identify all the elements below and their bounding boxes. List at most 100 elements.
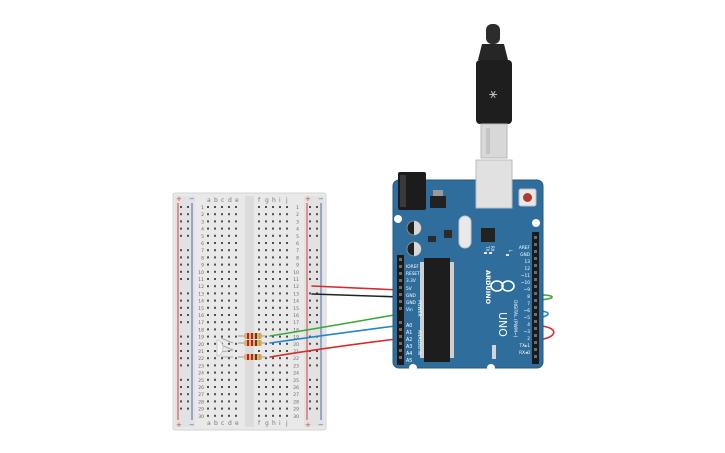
hole-b-15[interactable] (214, 306, 216, 309)
hole-b-4[interactable] (214, 227, 216, 230)
rail-hole-3-16[interactable] (316, 314, 318, 316)
hole-b-6[interactable] (214, 242, 216, 244)
rail-hole-2-2[interactable] (309, 213, 311, 216)
resistor-r3[interactable] (238, 354, 266, 360)
power-header-pin-3[interactable] (399, 279, 402, 282)
hole-a-6[interactable] (207, 242, 209, 244)
hole-e-20[interactable] (235, 342, 237, 345)
rail-hole-0-7[interactable] (180, 249, 182, 252)
hole-c-25[interactable] (221, 378, 223, 381)
digital-header-pin-17[interactable] (534, 355, 537, 358)
hole-h-29[interactable] (272, 407, 274, 410)
analog-header-pin-1[interactable] (399, 328, 402, 331)
hole-g-18[interactable] (265, 328, 267, 331)
hole-g-12[interactable] (265, 285, 267, 288)
hole-i-20[interactable] (279, 342, 281, 345)
hole-a-24[interactable] (207, 371, 209, 374)
hole-b-26[interactable] (214, 386, 216, 388)
hole-e-16[interactable] (235, 314, 237, 316)
hole-h-13[interactable] (272, 292, 274, 295)
hole-d-1[interactable] (228, 206, 230, 208)
breadboard-holes[interactable] (180, 206, 318, 417)
rail-hole-1-28[interactable] (187, 400, 189, 403)
hole-e-19[interactable] (235, 335, 237, 338)
hole-f-25[interactable] (258, 378, 260, 381)
hole-j-20[interactable] (286, 342, 288, 345)
rail-hole-3-11[interactable] (316, 278, 318, 280)
hole-j-19[interactable] (286, 335, 288, 338)
digital-header-pin-13[interactable] (534, 327, 537, 330)
rail-hole-3-8[interactable] (316, 256, 318, 259)
hole-d-24[interactable] (228, 371, 230, 374)
hole-c-6[interactable] (221, 242, 223, 244)
hole-a-21[interactable] (207, 350, 209, 352)
rgb-led[interactable] (216, 337, 234, 358)
hole-i-1[interactable] (279, 206, 281, 208)
rail-hole-2-3[interactable] (309, 220, 311, 223)
hole-g-15[interactable] (265, 306, 267, 309)
hole-j-16[interactable] (286, 314, 288, 316)
hole-d-27[interactable] (228, 393, 230, 396)
rail-hole-0-29[interactable] (180, 407, 182, 410)
hole-i-10[interactable] (279, 270, 281, 273)
hole-d-19[interactable] (228, 335, 230, 338)
hole-f-9[interactable] (258, 263, 260, 266)
hole-g-8[interactable] (265, 256, 267, 259)
digital-header-pin-1[interactable] (534, 243, 537, 246)
rail-hole-1-14[interactable] (187, 299, 189, 302)
hole-d-2[interactable] (228, 213, 230, 216)
hole-i-7[interactable] (279, 249, 281, 252)
hole-g-27[interactable] (265, 393, 267, 396)
hole-h-14[interactable] (272, 299, 274, 302)
hole-d-14[interactable] (228, 299, 230, 302)
hole-d-17[interactable] (228, 321, 230, 324)
hole-d-16[interactable] (228, 314, 230, 316)
power-header-pin-1[interactable] (399, 265, 402, 268)
rail-hole-2-16[interactable] (309, 314, 311, 316)
hole-e-9[interactable] (235, 263, 237, 266)
rail-hole-2-15[interactable] (309, 306, 311, 309)
hole-j-28[interactable] (286, 400, 288, 403)
power-header-pin-5[interactable] (399, 293, 402, 296)
hole-b-2[interactable] (214, 213, 216, 216)
hole-d-6[interactable] (228, 242, 230, 244)
rail-hole-1-5[interactable] (187, 234, 189, 237)
hole-h-25[interactable] (272, 378, 274, 381)
rail-hole-2-25[interactable] (309, 378, 311, 381)
hole-i-9[interactable] (279, 263, 281, 266)
hole-f-3[interactable] (258, 220, 260, 223)
hole-d-22[interactable] (228, 357, 230, 360)
hole-c-22[interactable] (221, 357, 223, 360)
hole-a-29[interactable] (207, 407, 209, 410)
hole-d-15[interactable] (228, 306, 230, 309)
rail-hole-0-17[interactable] (180, 321, 182, 324)
hole-g-25[interactable] (265, 378, 267, 381)
rail-hole-3-7[interactable] (316, 249, 318, 252)
hole-e-6[interactable] (235, 242, 237, 244)
hole-i-23[interactable] (279, 364, 281, 367)
wire-gnd-black[interactable] (311, 293, 401, 298)
rail-hole-1-4[interactable] (187, 227, 189, 230)
hole-i-22[interactable] (279, 357, 281, 360)
power-header-pin-6[interactable] (399, 300, 402, 303)
hole-b-14[interactable] (214, 299, 216, 302)
hole-c-24[interactable] (221, 371, 223, 374)
hole-c-27[interactable] (221, 393, 223, 396)
rail-hole-2-27[interactable] (309, 393, 311, 396)
rail-hole-0-14[interactable] (180, 299, 182, 302)
rail-hole-0-11[interactable] (180, 278, 182, 280)
hole-a-22[interactable] (207, 357, 209, 360)
rail-hole-0-25[interactable] (180, 378, 182, 381)
hole-a-2[interactable] (207, 213, 209, 216)
hole-h-2[interactable] (272, 213, 274, 216)
hole-f-29[interactable] (258, 407, 260, 410)
rail-hole-1-27[interactable] (187, 393, 189, 396)
hole-b-29[interactable] (214, 407, 216, 410)
analog-header-pin-0[interactable] (399, 321, 402, 324)
hole-i-29[interactable] (279, 407, 281, 410)
reset-button-cap[interactable] (523, 193, 532, 202)
hole-f-23[interactable] (258, 364, 260, 367)
hole-j-30[interactable] (286, 414, 288, 417)
hole-d-12[interactable] (228, 285, 230, 288)
